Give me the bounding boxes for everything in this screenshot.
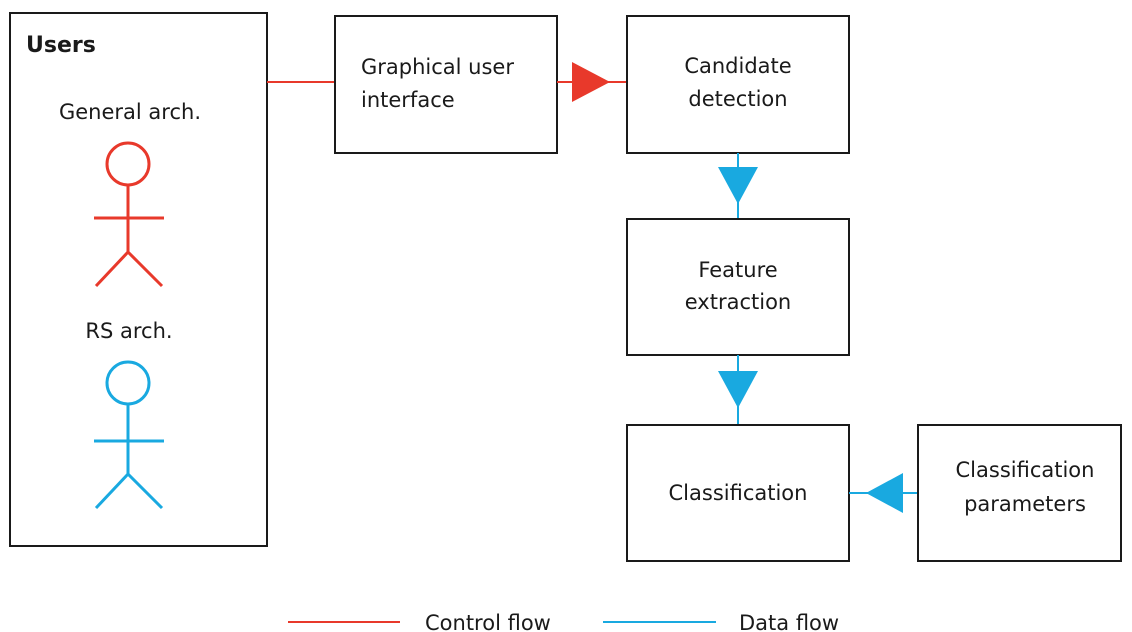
gui-node-label-line1: Graphical user [361,55,514,79]
classification-parameters-frame [917,424,1122,562]
classification-node: Classification [626,424,850,562]
rs-arch-label: RS arch. [85,319,172,343]
gui-node-label-line2: interface [361,88,455,112]
candidate-detection-frame [626,15,850,154]
candidate-detection-label-line2: detection [688,87,787,111]
gui-to-candidate-arrowhead [572,62,610,102]
users-title: Users [26,33,96,58]
feature-extraction-node: Feature extraction [626,218,850,356]
legend-control-flow-label: Control flow [425,611,551,632]
rs-user-right-leg [126,472,164,510]
legend-data-flow-label: Data flow [739,611,839,632]
candidate-to-feature-arrowhead [718,167,758,204]
gui-node-frame [334,15,558,154]
feature-extraction-frame [626,218,850,356]
general-user-right-leg [126,250,164,288]
general-arch-label: General arch. [59,100,201,124]
candidate-detection-node: Candidate detection [626,15,850,154]
feature-extraction-label-line1: Feature [698,258,777,282]
parameters-to-classification-arrowhead [866,473,903,513]
classification-parameters-node: Classification parameters [917,424,1122,562]
general-user-left-leg [94,250,130,288]
rs-architect-user-icon [94,360,164,510]
users-box: Users General arch. RS arch. [9,12,268,547]
classification-label: Classification [669,481,808,505]
candidate-detection-label-line1: Candidate [684,54,791,78]
general-architect-user-icon [94,141,164,288]
rs-user-left-leg [94,472,130,510]
gui-node: Graphical user interface [334,15,558,154]
legend: Control flow Data flow [288,611,839,632]
classification-parameters-label-line1: Classification [956,458,1095,482]
feature-extraction-label-line2: extraction [685,290,792,314]
classification-parameters-label-line2: parameters [964,492,1086,516]
users-box-frame [9,12,268,547]
feature-to-classification-arrowhead [718,371,758,408]
